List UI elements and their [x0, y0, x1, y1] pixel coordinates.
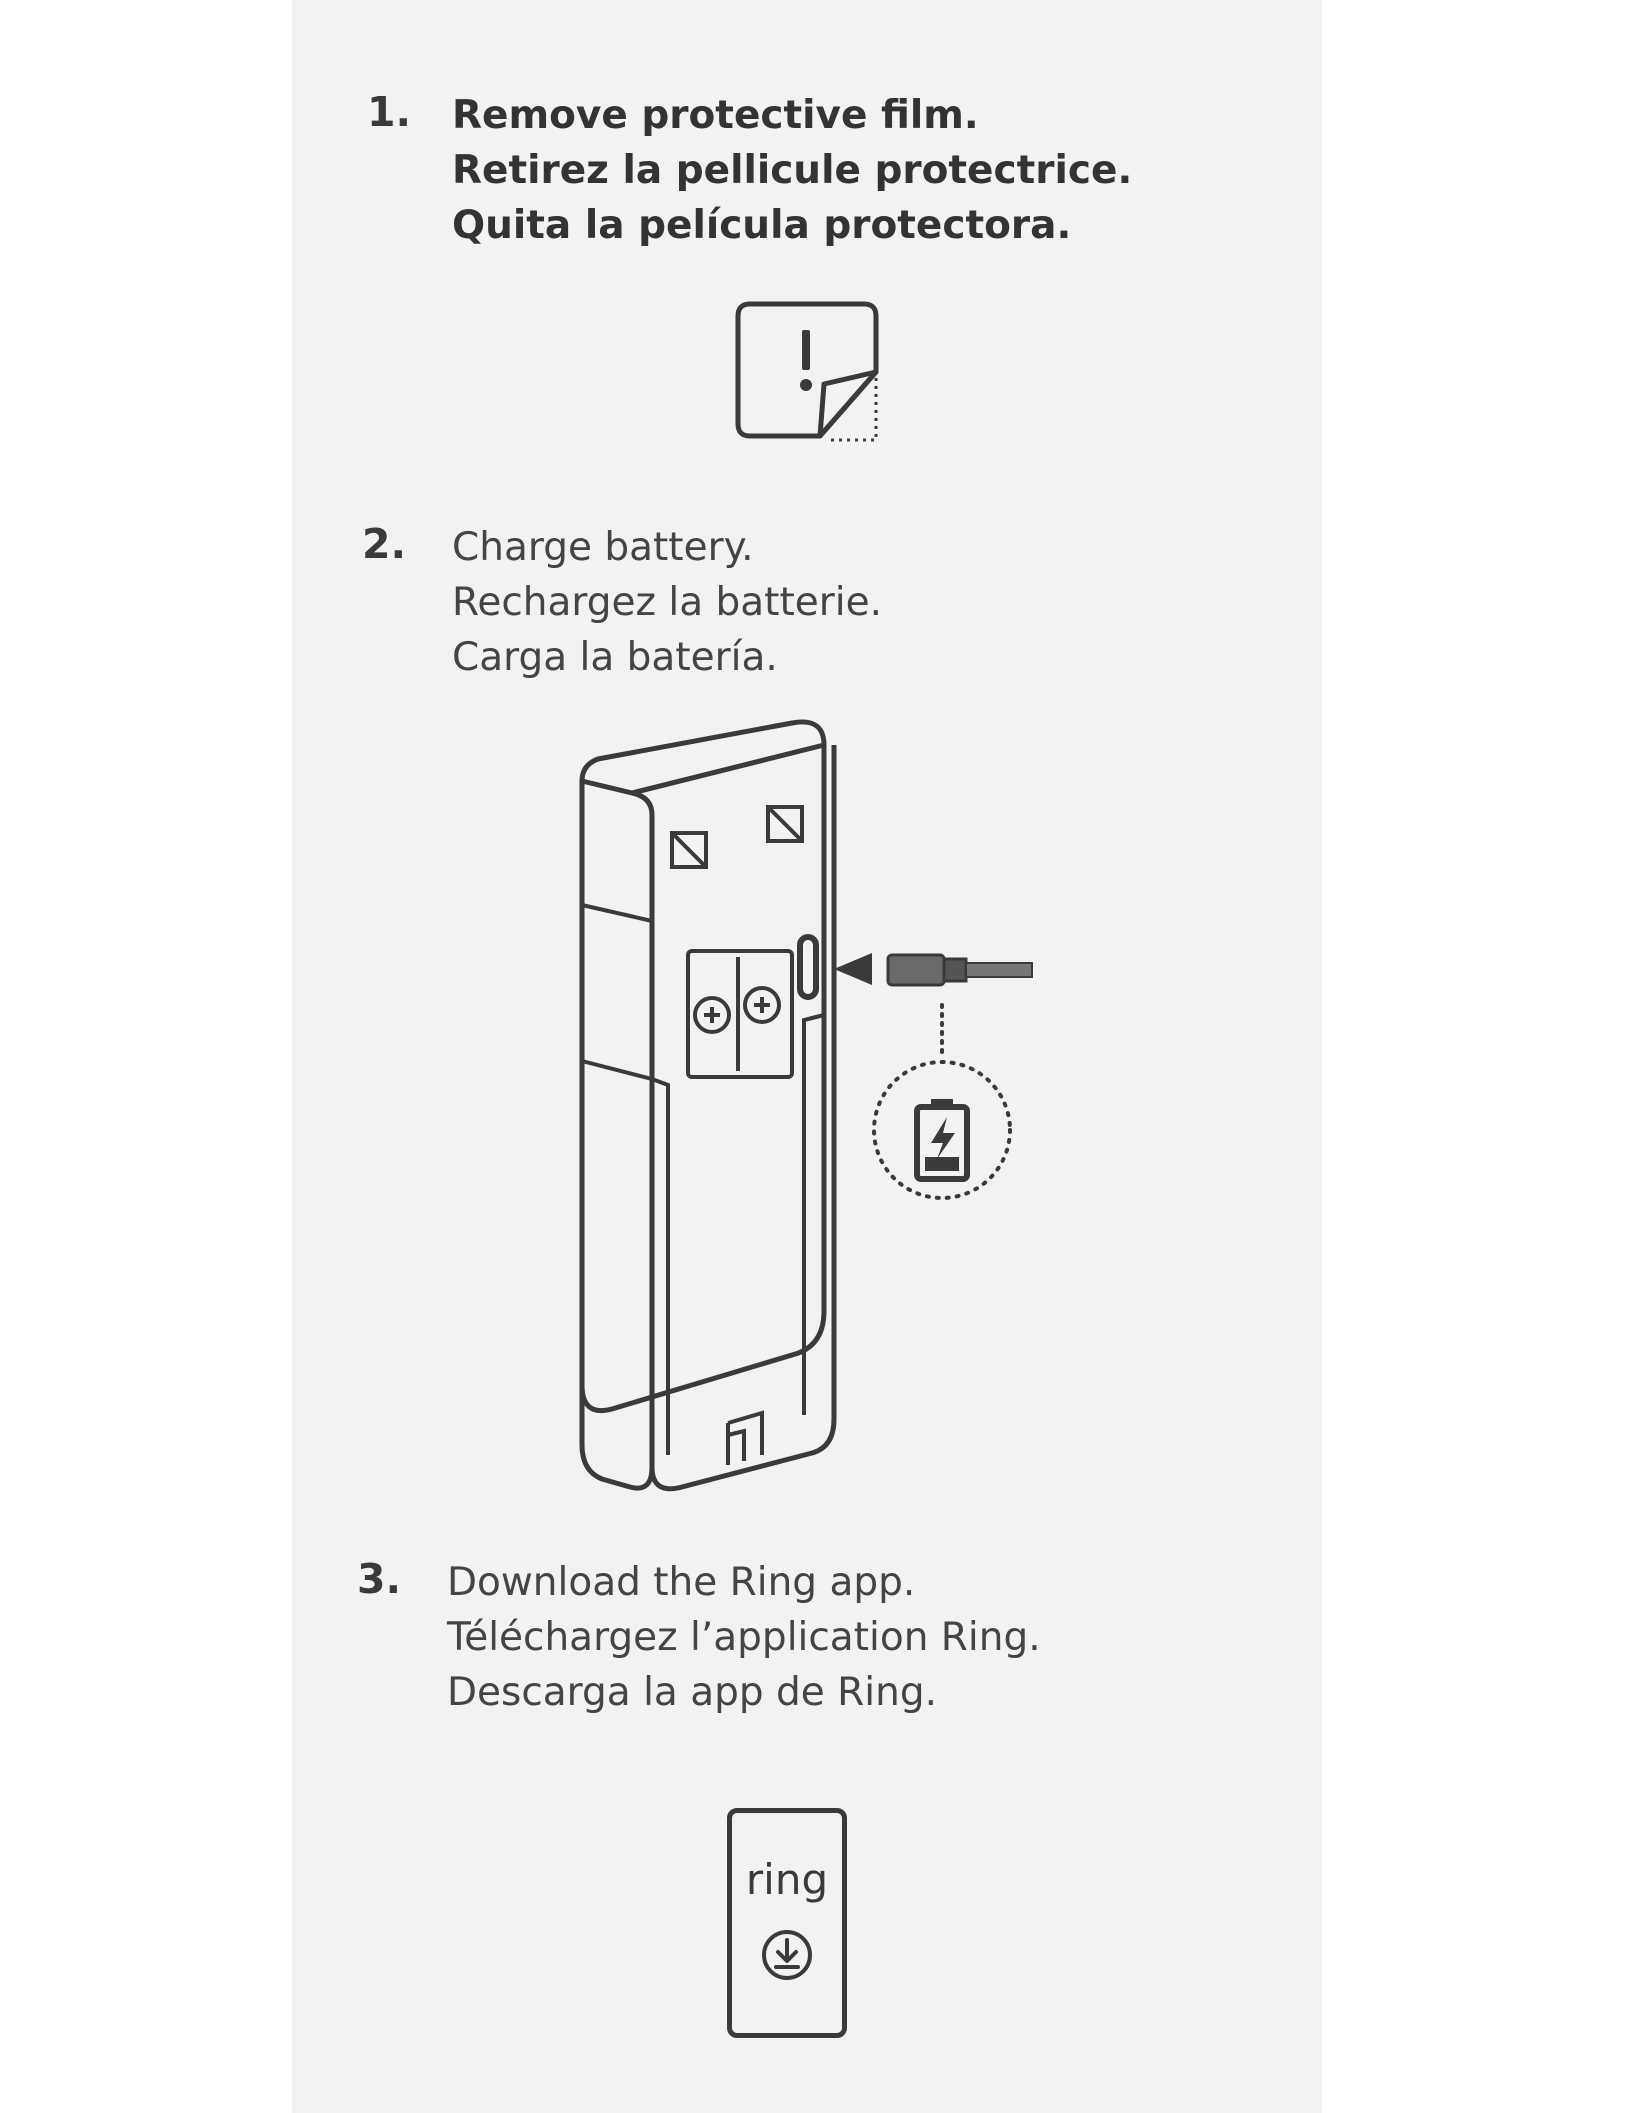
battery-charging-icon: [909, 1095, 975, 1185]
step-line-es: Quita la película protectora.: [452, 198, 1132, 253]
protective-film-icon: [732, 300, 892, 450]
step-line-fr: Téléchargez l’application Ring.: [447, 1610, 1041, 1665]
step-line-en: Download the Ring app.: [447, 1555, 1041, 1610]
ring-logo: ring: [732, 1855, 842, 1904]
step-number: 1.: [367, 88, 411, 136]
step-line-es: Descarga la app de Ring.: [447, 1665, 1041, 1720]
doorbell-battery-illustration: [572, 715, 1132, 1515]
step-line-en: Charge battery.: [452, 520, 882, 575]
step-text: Remove protective film. Retirez la pelli…: [452, 88, 1132, 253]
download-icon: [760, 1928, 814, 1982]
step-number: 3.: [357, 1555, 401, 1603]
step-text: Charge battery. Rechargez la batterie. C…: [452, 520, 882, 685]
step-line-en: Remove protective film.: [452, 88, 1132, 143]
step-text: Download the Ring app. Téléchargez l’app…: [447, 1555, 1041, 1720]
step-line-fr: Retirez la pellicule protectrice.: [452, 143, 1132, 198]
step-number: 2.: [362, 520, 406, 568]
ring-app-tile: ring: [727, 1808, 847, 2038]
instruction-sheet: 1. Remove protective film. Retirez la pe…: [292, 0, 1322, 2113]
step-line-fr: Rechargez la batterie.: [452, 575, 882, 630]
step-line-es: Carga la batería.: [452, 630, 882, 685]
